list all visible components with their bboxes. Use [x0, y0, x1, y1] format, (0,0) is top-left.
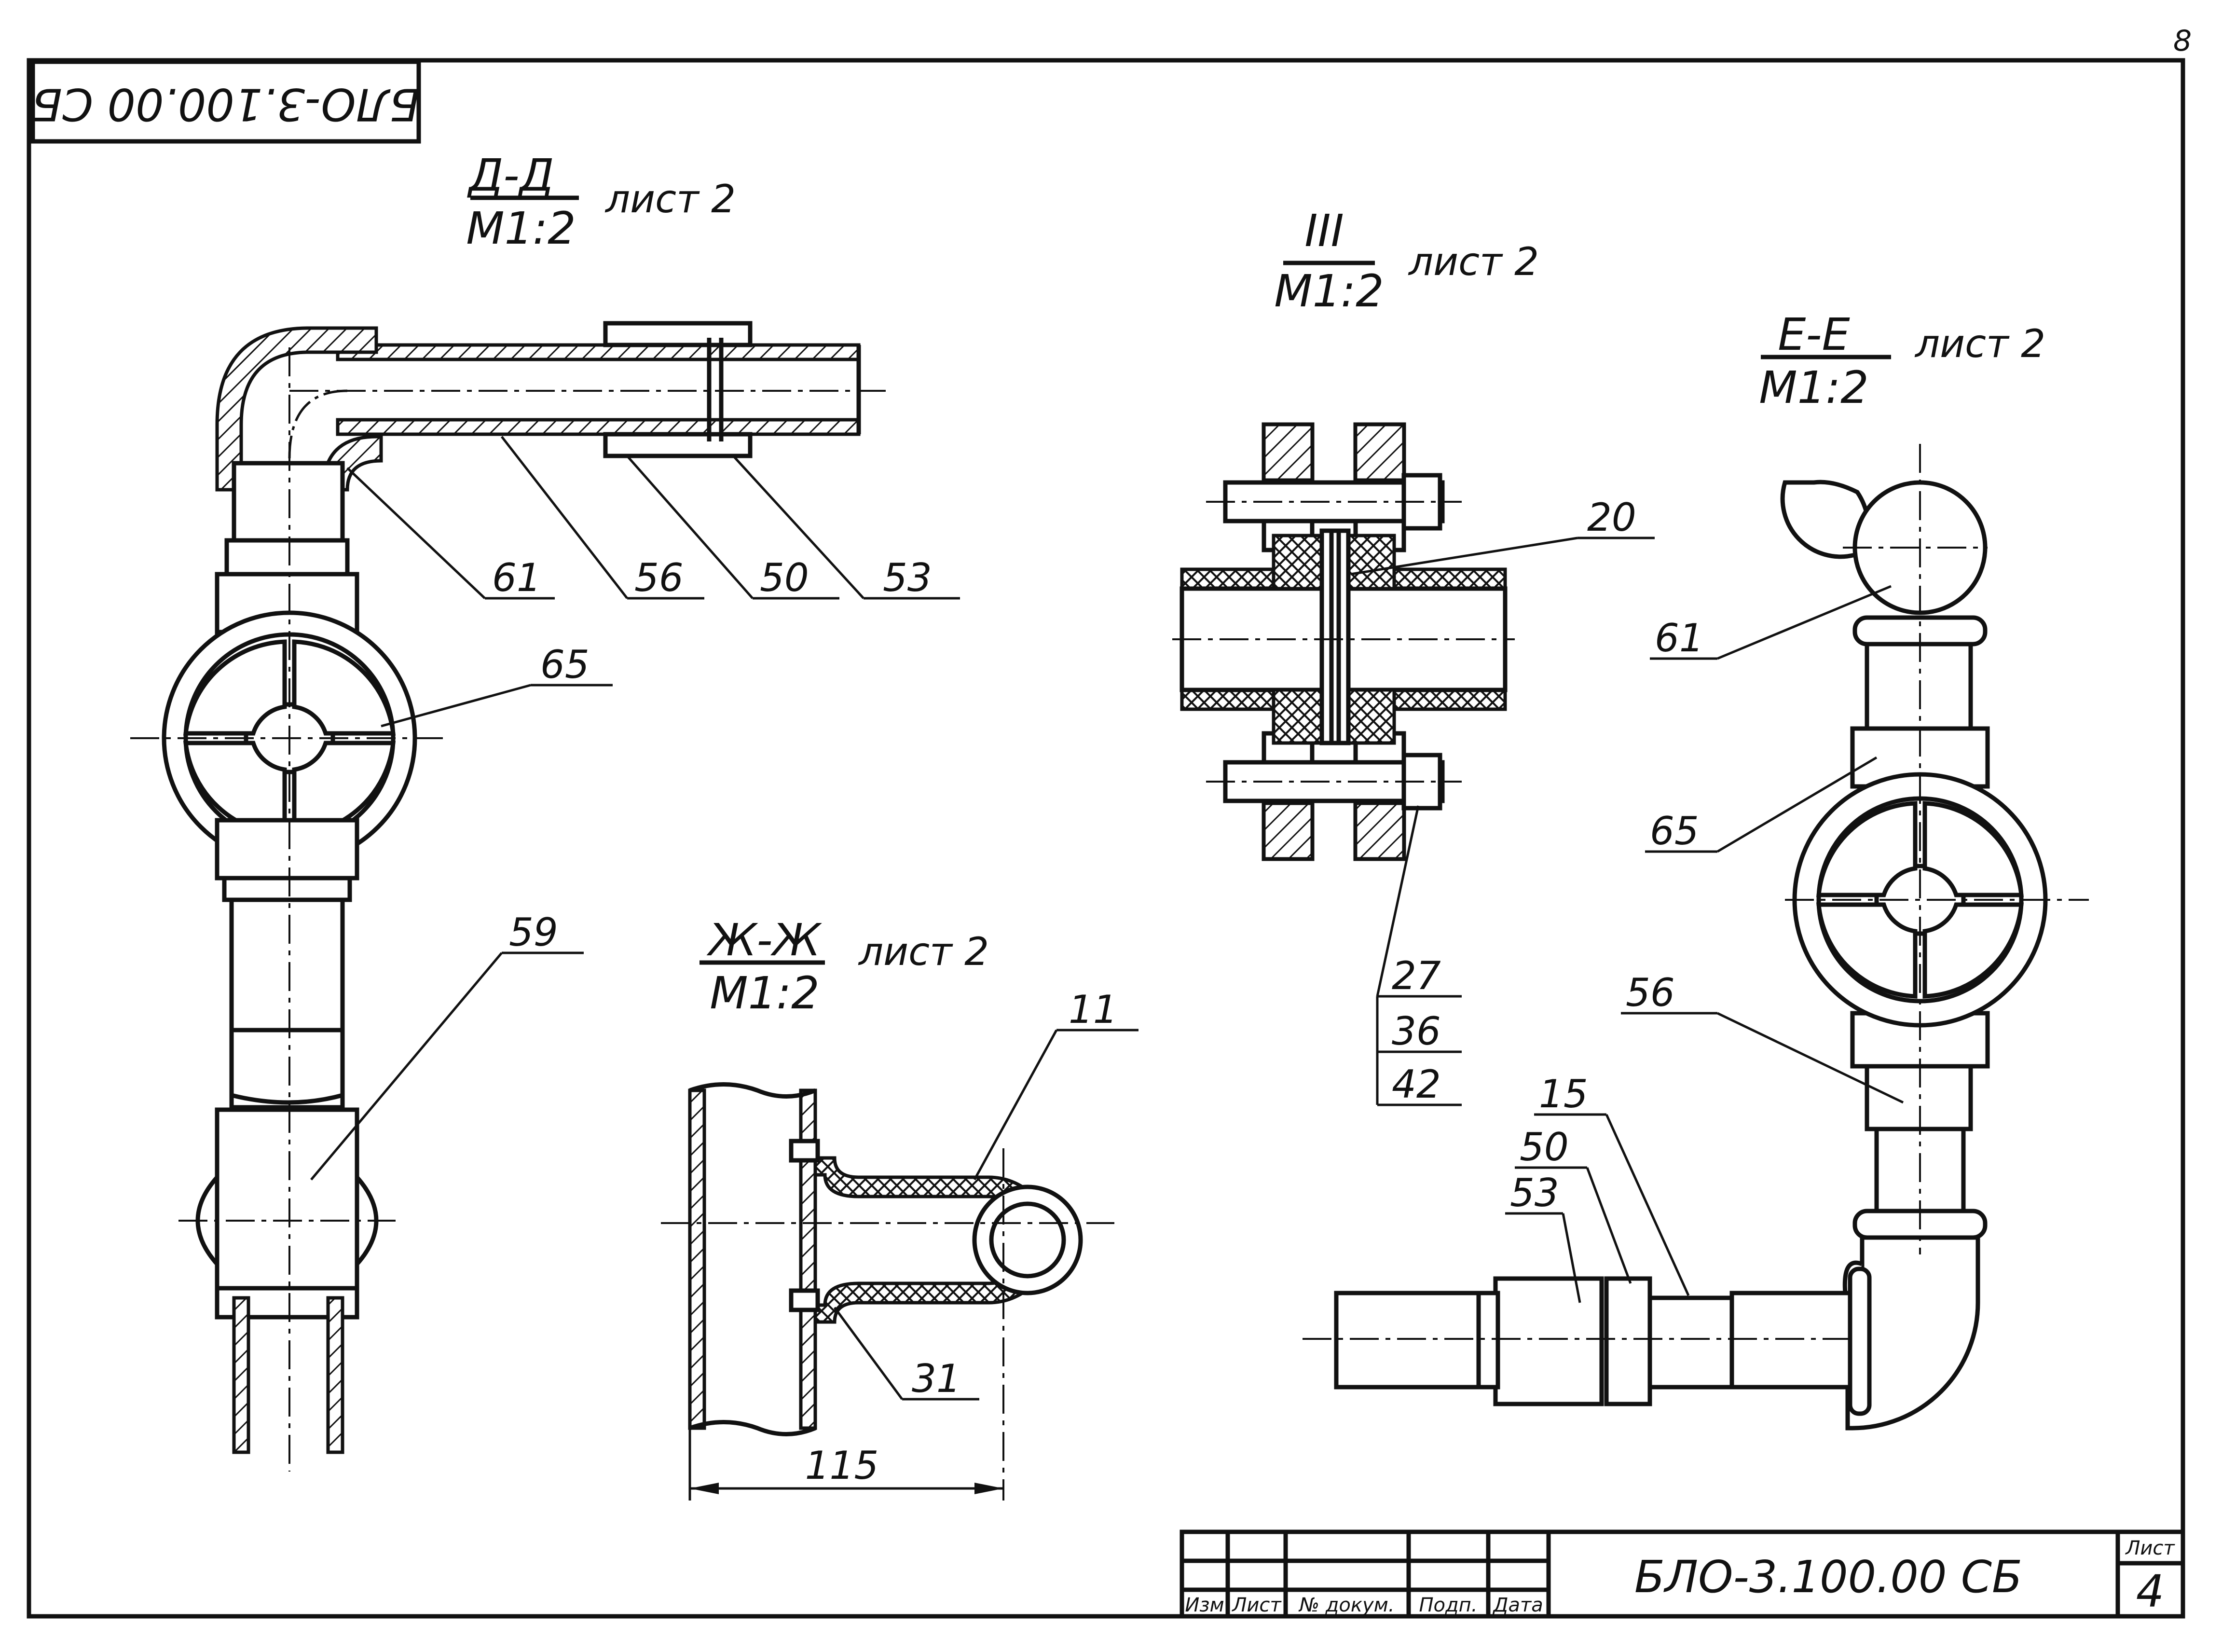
iii-callout-stack: 27 36 42: [1376, 805, 1462, 1107]
svg-text:лист 2: лист 2: [1408, 239, 1539, 284]
ee-callout-15: 15: [1534, 1072, 1690, 1296]
ee-callout-61: 61: [1650, 585, 1892, 661]
dd-callout-56: 56: [501, 436, 704, 600]
svg-text:56: 56: [1626, 970, 1675, 1015]
tb-header-sign: Подп.: [1419, 1594, 1477, 1616]
corner-mark: 8: [2173, 24, 2192, 58]
svg-text:115: 115: [805, 1443, 879, 1488]
svg-text:50: 50: [1520, 1125, 1569, 1170]
svg-text:20: 20: [1587, 495, 1636, 540]
svg-text:53: 53: [1510, 1170, 1559, 1215]
svg-text:59: 59: [509, 910, 558, 955]
view-ee: Е-Е М1:2 лист 2: [1303, 309, 2089, 1431]
title-block: Изм Лист № докум. Подп. Дата БЛО-3.100.0…: [1180, 1529, 2185, 1619]
dd-callout-61: 61: [346, 467, 555, 600]
svg-text:М1:2: М1:2: [710, 967, 819, 1019]
svg-text:М1:2: М1:2: [1759, 362, 1868, 413]
svg-text:М1:2: М1:2: [1274, 265, 1384, 317]
svg-text:65: 65: [1650, 809, 1699, 854]
svg-text:лист 2: лист 2: [858, 929, 989, 974]
ee-callout-50: 50: [1515, 1125, 1632, 1284]
svg-text:лист 2: лист 2: [1914, 321, 2045, 366]
svg-text:БЛО-3.100.00 СБ: БЛО-3.100.00 СБ: [32, 79, 420, 130]
view-zz-title: Ж-Ж М1:2 лист 2: [700, 914, 989, 1019]
svg-text:15: 15: [1539, 1072, 1588, 1116]
svg-text:50: 50: [760, 555, 809, 600]
svg-text:11: 11: [1069, 987, 1118, 1032]
zz-callout-11: 11: [973, 987, 1138, 1181]
svg-text:65: 65: [540, 642, 590, 687]
dd-callout-59: 59: [310, 910, 584, 1181]
svg-text:42: 42: [1392, 1062, 1441, 1107]
tb-header-list: Лист: [1231, 1594, 1282, 1616]
svg-text:III: III: [1304, 205, 1344, 257]
dd-callout-50: 50: [626, 455, 839, 600]
tb-header-doc: № докум.: [1298, 1594, 1394, 1616]
view-ee-title: Е-Е М1:2 лист 2: [1759, 309, 2045, 413]
ee-callout-65: 65: [1645, 756, 1878, 854]
ee-callout-53: 53: [1505, 1170, 1581, 1303]
view-iii: III М1:2 лист 2 20: [1172, 205, 1655, 1107]
svg-text:36: 36: [1392, 1009, 1441, 1054]
zz-callout-31: 31: [833, 1307, 979, 1401]
svg-text:61: 61: [492, 555, 541, 600]
svg-text:31: 31: [912, 1356, 961, 1401]
dd-callout-53: 53: [732, 455, 960, 600]
iii-callout-20: 20: [1350, 495, 1655, 576]
dd-callout-65: 65: [381, 642, 613, 728]
svg-text:56: 56: [634, 555, 684, 600]
svg-text:53: 53: [883, 555, 932, 600]
svg-text:Е-Е: Е-Е: [1778, 309, 1850, 360]
tb-sheet-number: 4: [2136, 1566, 2165, 1617]
tb-header-izm: Изм: [1185, 1594, 1224, 1616]
svg-text:27: 27: [1392, 953, 1441, 998]
view-iii-title: III М1:2 лист 2: [1274, 205, 1539, 317]
view-dd-title: Д-Д М1:2 лист 2: [466, 150, 736, 254]
tb-header-date: Дата: [1492, 1594, 1543, 1616]
svg-text:Ж-Ж: Ж-Ж: [706, 914, 822, 966]
sheet-frame: [27, 58, 2185, 1619]
view-zz: Ж-Ж М1:2 лист 2 115 11 31: [661, 914, 1138, 1501]
svg-text:Д-Д: Д-Д: [467, 150, 554, 201]
svg-text:лист 2: лист 2: [604, 177, 736, 221]
tb-designation: БЛО-3.100.00 СБ: [1634, 1551, 2022, 1603]
ee-callout-56: 56: [1621, 970, 1904, 1104]
svg-text:61: 61: [1655, 616, 1704, 661]
svg-text:М1:2: М1:2: [466, 203, 576, 254]
view-dd: Д-Д М1:2 лист 2: [130, 150, 960, 1472]
zz-dimension-115: 115: [690, 1443, 1003, 1494]
tb-sheet-label: Лист: [2125, 1537, 2175, 1559]
rotated-stamp: БЛО-3.100.00 СБ: [30, 59, 421, 144]
